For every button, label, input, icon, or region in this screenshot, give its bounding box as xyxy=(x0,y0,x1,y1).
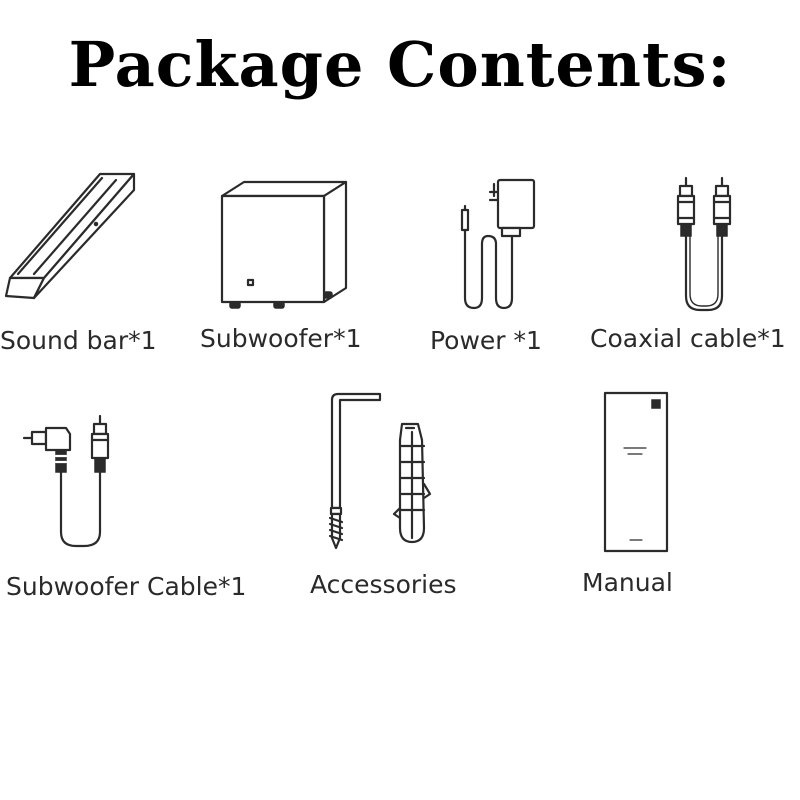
item-label-accessories: Accessories xyxy=(310,570,457,599)
manual-icon xyxy=(603,391,669,553)
item-label-manual: Manual xyxy=(582,568,673,597)
coaxial-cable-icon xyxy=(676,176,732,312)
subwoofer-icon xyxy=(220,180,348,309)
item-label-subwoofer: Subwoofer*1 xyxy=(200,324,362,353)
power-adapter-icon xyxy=(460,178,536,310)
item-label-subwoofer-cable: Subwoofer Cable*1 xyxy=(6,572,247,601)
item-label-sound-bar: Sound bar*1 xyxy=(0,326,157,355)
accessories-icon xyxy=(328,392,432,550)
item-label-coaxial-cable: Coaxial cable*1 xyxy=(590,324,786,353)
subwoofer-cable-icon xyxy=(22,414,110,548)
sound-bar-icon xyxy=(4,172,136,300)
page-title: Package Contents: xyxy=(68,28,732,101)
item-label-power: Power *1 xyxy=(430,326,542,355)
